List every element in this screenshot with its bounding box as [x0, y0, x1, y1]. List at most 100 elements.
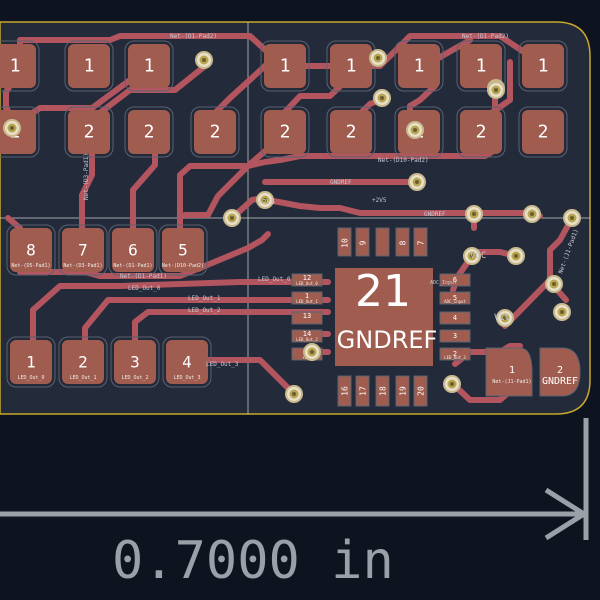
track-label-vcc-1: VCC: [470, 251, 486, 261]
led-pad-2[interactable]: 2: [456, 106, 506, 158]
ic-pin-number: 19: [399, 386, 408, 396]
via-hole: [292, 392, 296, 396]
ic-pin-top: [395, 227, 410, 257]
ic-pin-net: LED_Out_0: [296, 281, 318, 286]
track-label-vcc-2: VCC: [494, 313, 510, 323]
led-pad-1[interactable]: 1: [260, 40, 310, 92]
ic-pin-bottom: [355, 375, 370, 407]
led-pad-2[interactable]: 2: [190, 106, 240, 158]
led-pad-1[interactable]: 1: [518, 40, 568, 92]
led-pad-1[interactable]: 1: [326, 40, 376, 92]
ic-pin-number: 18: [379, 386, 388, 396]
pad-clearance: [0, 40, 40, 92]
pad-clearance: [6, 224, 56, 276]
pad-number: 2: [476, 121, 487, 142]
ic-pin-left: [291, 291, 323, 305]
via: [195, 51, 213, 69]
via: [563, 209, 581, 227]
pad-copper: [112, 228, 154, 272]
pad-clearance: [0, 106, 40, 158]
via: [369, 49, 387, 67]
connector-pad-shape: [485, 347, 533, 397]
track-label-led-out-2: LED_Out_2: [188, 307, 221, 314]
led-pad-2[interactable]: 2: [326, 106, 376, 158]
ic-pin-number: 5: [453, 294, 457, 302]
ic-pin-left: [291, 273, 323, 287]
ic-pin-number: 1: [305, 292, 309, 300]
via: [523, 205, 541, 223]
ic-pin-number: 6: [453, 276, 457, 284]
pad-number: 1: [144, 55, 155, 76]
pad-clearance: [518, 106, 568, 158]
track-label-led-out-0-b: LED_Out_0: [258, 276, 291, 283]
via-hole: [552, 282, 556, 286]
ic-pin-top: [337, 227, 352, 257]
led-pad-2[interactable]: 2: [260, 106, 310, 158]
via: [507, 247, 525, 265]
pad-copper: [62, 340, 104, 384]
pad-clearance: [6, 336, 56, 388]
pad-copper: [264, 110, 306, 154]
led-pad-1[interactable]: 1: [0, 40, 40, 92]
pad-clearance: [260, 106, 310, 158]
ic-pin-number: 20: [417, 386, 426, 396]
led-pad-1[interactable]: 1: [64, 40, 114, 92]
via-hole: [570, 216, 574, 220]
pad-clearance: [456, 40, 506, 92]
pad-net-label: LED_Out_1: [69, 375, 96, 381]
ic-pin-right: [439, 329, 471, 343]
pad-number: 1: [26, 352, 36, 371]
led-pad-2[interactable]: 2: [518, 106, 568, 158]
via: [496, 309, 514, 327]
pad-net-label: LED_Out_0: [17, 375, 44, 381]
led-pad-2[interactable]: 2: [64, 106, 114, 158]
led-pad-1[interactable]: 1: [394, 40, 444, 92]
ic-pin-number: 9: [359, 240, 368, 245]
via: [408, 173, 426, 191]
pad-copper: [460, 110, 502, 154]
copper-track: [502, 215, 575, 329]
via-hole: [263, 198, 267, 202]
pad-number: 1: [538, 55, 549, 76]
copper-track: [407, 37, 473, 131]
led-pad-1[interactable]: 1: [124, 40, 174, 92]
led-pad-1[interactable]: 1: [456, 40, 506, 92]
via-hole: [230, 216, 234, 220]
ic-pin-top: [375, 227, 390, 257]
ic-exposed-pad: [335, 268, 433, 366]
pad-copper: [68, 110, 110, 154]
pad-number: 1: [476, 55, 487, 76]
copper-track: [182, 127, 293, 218]
ic-pin-number: 17: [359, 386, 368, 396]
led-pad-2[interactable]: 2: [124, 106, 174, 158]
pad-clearance: [58, 336, 108, 388]
ic-pin-right: [439, 347, 471, 361]
pad-copper: [522, 110, 564, 154]
via: [443, 375, 461, 393]
via-hole: [376, 56, 380, 60]
track-label-led-out-0: LED_Out_0: [128, 285, 161, 292]
track-label-d1-pad2: Net-(D1-Pad2): [170, 33, 217, 40]
pad-clearance: [110, 336, 160, 388]
ic-pin-net: LED_Out_1: [296, 299, 318, 304]
via: [463, 247, 481, 265]
via-hole: [310, 350, 314, 354]
pad-number: 1: [509, 365, 515, 376]
ic-pin-bottom: [337, 375, 352, 407]
pad-net-label: Net-(D5-Pad1): [11, 263, 50, 269]
pads-layer: 111111112222222228Net-(D5-Pad1)7Net-(D3-…: [0, 40, 581, 397]
via: [3, 119, 21, 137]
pad-number: 1: [346, 55, 357, 76]
